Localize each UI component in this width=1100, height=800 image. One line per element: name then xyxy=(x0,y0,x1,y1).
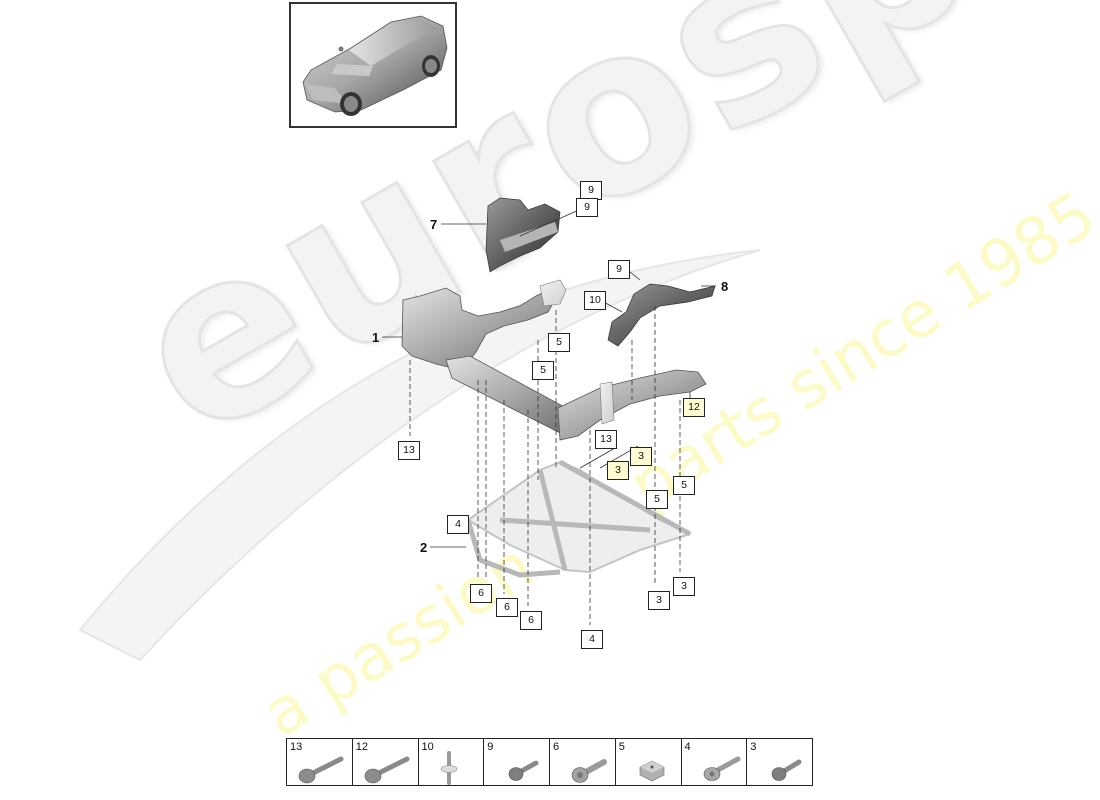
legend-item-3[interactable]: 3 xyxy=(747,739,812,785)
callout-5[interactable]: 5 xyxy=(548,333,570,352)
socket-cap-bolt-icon xyxy=(571,759,607,783)
underbody-brace xyxy=(465,459,692,578)
legend-item-13[interactable]: 13 xyxy=(287,739,353,785)
callout-5[interactable]: 5 xyxy=(673,476,695,495)
legend-number: 4 xyxy=(684,741,691,753)
short-hex-bolt-icon xyxy=(771,759,802,781)
callout-3[interactable]: 3 xyxy=(607,461,629,480)
part-label-1[interactable]: 1 xyxy=(372,330,380,345)
legend-number: 3 xyxy=(750,741,757,753)
legend-item-10[interactable]: 10 xyxy=(419,739,485,785)
callout-5[interactable]: 5 xyxy=(532,361,554,380)
part-label-2[interactable]: 2 xyxy=(420,540,428,555)
car-suv-icon xyxy=(302,15,448,116)
callout-3[interactable]: 3 xyxy=(673,577,695,596)
callout-12[interactable]: 12 xyxy=(683,398,705,417)
callout-4[interactable]: 4 xyxy=(581,630,603,649)
stud-bolt-icon xyxy=(440,751,457,785)
legend-item-4[interactable]: 4 xyxy=(682,739,748,785)
callout-6[interactable]: 6 xyxy=(470,584,492,603)
callout-3[interactable]: 3 xyxy=(648,591,670,610)
callout-5[interactable]: 5 xyxy=(646,490,668,509)
dashed-axis-lines xyxy=(409,306,681,625)
heat-shield-right xyxy=(607,283,716,347)
front-subframe xyxy=(401,279,707,441)
flange-bolt-icon xyxy=(703,756,740,781)
callout-13[interactable]: 13 xyxy=(595,430,617,449)
legend-number: 5 xyxy=(618,741,625,753)
long-hex-bolt-icon xyxy=(298,756,344,784)
legend-item-9[interactable]: 9 xyxy=(484,739,550,785)
callout-3[interactable]: 3 xyxy=(630,447,652,466)
legend-item-12[interactable]: 12 xyxy=(353,739,419,785)
callout-10[interactable]: 10 xyxy=(584,291,606,310)
legend-number: 12 xyxy=(355,741,368,753)
fastener-legend: 13 12 10 9 6 5 xyxy=(286,738,813,786)
vehicle-thumbnail[interactable] xyxy=(289,2,457,128)
long-hex-bolt-icon xyxy=(364,756,410,784)
legend-number: 10 xyxy=(421,741,434,753)
legend-number: 6 xyxy=(553,741,560,753)
callout-6[interactable]: 6 xyxy=(496,598,518,617)
watermark-swoosh xyxy=(78,249,761,662)
legend-item-6[interactable]: 6 xyxy=(550,739,616,785)
callout-9[interactable]: 9 xyxy=(608,260,630,279)
callout-9[interactable]: 9 xyxy=(576,198,598,217)
legend-number: 9 xyxy=(487,741,494,753)
short-hex-bolt-icon xyxy=(508,760,539,781)
callout-4[interactable]: 4 xyxy=(447,515,469,534)
callout-6[interactable]: 6 xyxy=(520,611,542,630)
callout-13[interactable]: 13 xyxy=(398,441,420,460)
legend-number: 13 xyxy=(290,741,303,753)
part-label-7[interactable]: 7 xyxy=(430,217,438,232)
legend-item-5[interactable]: 5 xyxy=(616,739,682,785)
square-nut-icon xyxy=(639,760,665,782)
part-label-8[interactable]: 8 xyxy=(721,279,729,294)
